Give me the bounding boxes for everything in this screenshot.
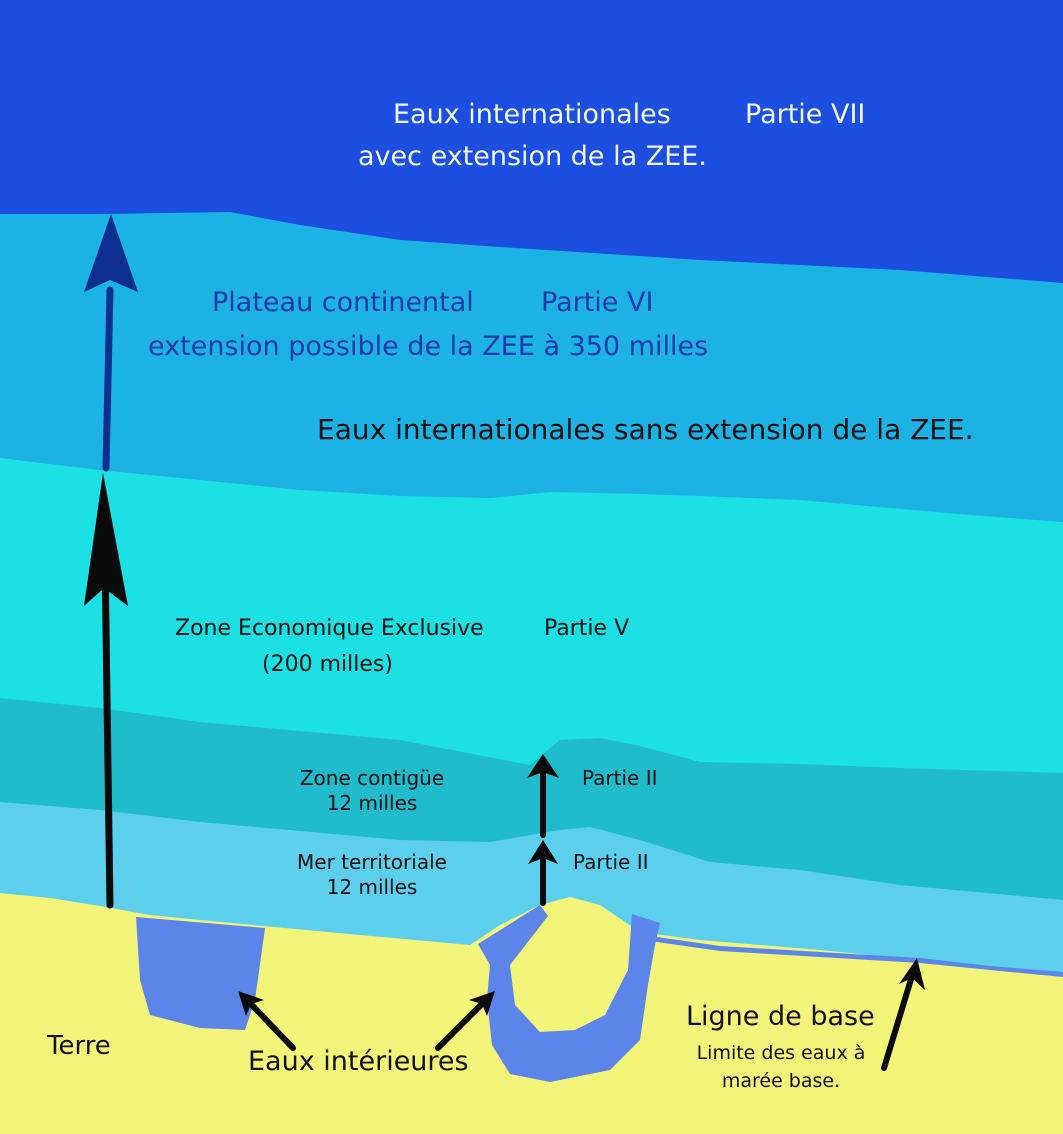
land-label: Terre — [47, 1031, 111, 1061]
territorial-sea-part: Partie II — [573, 850, 649, 874]
arrow-territorial — [528, 840, 558, 906]
eez-title: Zone Economique Exclusive — [175, 616, 484, 641]
arrow-head-eez — [84, 473, 128, 606]
territorial-sea-distance: 12 milles — [326, 875, 418, 899]
high-seas-subtitle: avec extension de la ZEE. — [358, 141, 707, 172]
arrow-to-high-seas — [84, 214, 138, 472]
baseline-strip — [650, 936, 1063, 977]
arrow-baseline — [881, 958, 925, 1071]
shelf-part: Partie VI — [541, 287, 654, 318]
contiguous-zone-distance: 12 milles — [326, 791, 418, 815]
baseline-title: Ligne de base — [686, 1001, 875, 1032]
shelf-subtitle: extension possible de la ZEE à 350 mille… — [148, 331, 709, 362]
internal-waters-left — [136, 917, 265, 1030]
contiguous-zone-label: Zone contigüe 12 milles — [292, 766, 452, 816]
arrow-head-high-seas — [84, 214, 138, 292]
arrow-head-baseline — [899, 958, 925, 990]
arrow-head-internal-left — [238, 991, 264, 1016]
baseline-line1: Limite des eaux à — [696, 1042, 866, 1064]
contiguous-zone-part: Partie II — [582, 766, 658, 790]
arrow-land-to-eez — [84, 473, 128, 909]
contiguous-zone-title: Zone contigüe — [299, 766, 445, 790]
high-seas-part: Partie VII — [745, 99, 866, 130]
internal-waters-bay — [478, 905, 660, 1082]
shelf-title: Plateau continental — [212, 287, 474, 318]
territorial-sea-title: Mer territoriale — [297, 850, 447, 874]
baseline-line2: marée base. — [721, 1069, 841, 1092]
arrow-internal-right — [435, 991, 495, 1051]
arrow-contiguous — [527, 754, 559, 838]
arrow-head-territorial — [528, 840, 558, 864]
arrow-head-contiguous — [527, 754, 559, 778]
internal-waters-label: Eaux intérieures — [248, 1046, 469, 1077]
arrow-head-internal-right — [469, 991, 495, 1016]
eez-subtitle: (200 milles) — [262, 652, 393, 677]
arrow-internal-left — [238, 991, 296, 1051]
eez-part: Partie V — [544, 616, 630, 641]
high-seas-no-eez-title: Eaux internationales sans extension de l… — [317, 413, 974, 446]
territorial-sea-label: Mer territoriale 12 milles — [286, 850, 458, 900]
baseline-description: Limite des eaux à marée base. — [676, 1042, 886, 1094]
high-seas-title: Eaux internationales — [393, 99, 671, 130]
deep-ocean-band — [0, 0, 1063, 283]
